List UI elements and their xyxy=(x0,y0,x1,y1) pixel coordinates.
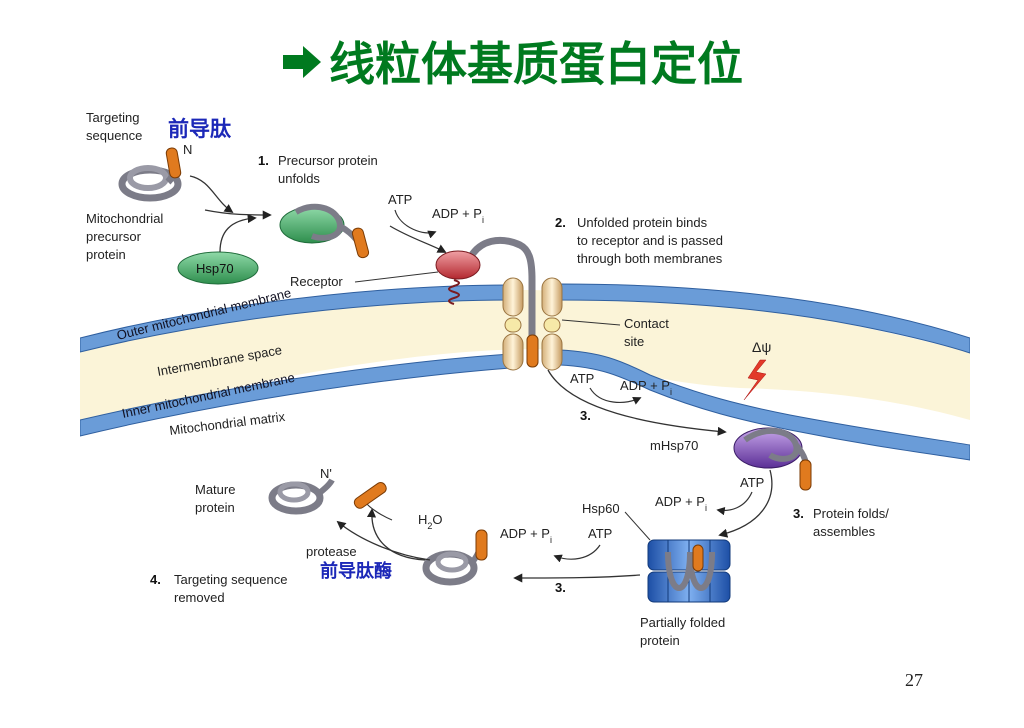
step4-number: 4. xyxy=(150,572,161,587)
receptor-label: Receptor xyxy=(290,274,343,289)
step3-text-2: assembles xyxy=(813,524,876,539)
translocating-protein xyxy=(466,236,536,344)
contact-site-label-1: Contact xyxy=(624,316,669,331)
folded-protein-with-presequence xyxy=(422,529,488,586)
lightning-icon xyxy=(743,359,767,401)
adp-label-3: ADP + Pi xyxy=(655,494,707,513)
delta-psi-label: Δψ xyxy=(752,339,771,355)
mitochondrial-import-diagram: Outer mitochondrial membrane Intermembra… xyxy=(80,110,970,648)
protease-label: protease xyxy=(306,544,357,559)
adp-label-1: ADP + Pi xyxy=(432,206,484,225)
page-number: 27 xyxy=(905,670,923,690)
step4-text-2: removed xyxy=(174,590,225,605)
receptor xyxy=(435,250,481,305)
step1-text-1: Precursor protein xyxy=(278,153,378,168)
precursor-protein xyxy=(118,147,182,202)
outer-membrane-right xyxy=(559,283,970,354)
n-terminus-label: N xyxy=(183,142,192,157)
cleaved-presequence xyxy=(353,482,387,509)
cn-presequence: 前导肽 xyxy=(168,117,232,141)
mhsp70-chaperone xyxy=(733,427,812,491)
targeting-label-2: sequence xyxy=(86,128,142,143)
title-text: 线粒体基质蛋白定位 xyxy=(329,37,743,91)
step3-number-bottom: 3. xyxy=(555,580,566,595)
step3-number-top: 3. xyxy=(580,408,591,423)
targeting-label-1: Targeting xyxy=(86,110,139,125)
intermembrane-space-region xyxy=(80,290,970,425)
adp-label-4: ADP + Pi xyxy=(500,526,552,545)
mhsp70-label: mHsp70 xyxy=(650,438,698,453)
h2o-label: H2O xyxy=(418,512,443,531)
mature-protein xyxy=(268,478,335,515)
atp-label-4: ATP xyxy=(588,526,612,541)
hsp70-label: Hsp70 xyxy=(196,261,234,276)
right-arrow-icon xyxy=(281,37,323,91)
atp-label-1: ATP xyxy=(388,192,412,207)
step2-text-1: Unfolded protein binds xyxy=(577,215,708,230)
mito-precursor-2: precursor xyxy=(86,229,142,244)
step3-text-1: Protein folds/ xyxy=(813,506,889,521)
page-title: 线粒体基质蛋白定位 xyxy=(0,28,1024,94)
partially-folded-2: protein xyxy=(640,633,680,648)
mature-protein-1: Mature xyxy=(195,482,235,497)
step1-text-2: unfolds xyxy=(278,171,320,186)
step2-number: 2. xyxy=(555,215,566,230)
hsp60-chaperonin xyxy=(647,539,731,603)
step1-number: 1. xyxy=(258,153,269,168)
hsp60-label: Hsp60 xyxy=(582,501,620,516)
step2-text-3: through both membranes xyxy=(577,251,723,266)
atp-label-2: ATP xyxy=(570,371,594,386)
mito-precursor-1: Mitochondrial xyxy=(86,211,163,226)
import-channel xyxy=(502,277,563,371)
presequence-in-pore xyxy=(526,334,539,368)
step2-text-2: to receptor and is passed xyxy=(577,233,723,248)
mature-protein-2: protein xyxy=(195,500,235,515)
n-prime-label: N' xyxy=(320,466,332,481)
hsp70-bound-precursor xyxy=(279,203,370,259)
step3-number-right: 3. xyxy=(793,506,804,521)
partially-folded-1: Partially folded xyxy=(640,615,725,630)
contact-site-label-2: site xyxy=(624,334,644,349)
hsp70-chaperone xyxy=(177,251,259,285)
atp-label-3: ATP xyxy=(740,475,764,490)
adp-label-2: ADP + Pi xyxy=(620,378,672,397)
mito-precursor-3: protein xyxy=(86,247,126,262)
cn-presequence-peptidase: 前导肽酶 xyxy=(320,560,392,582)
inner-membrane-right xyxy=(559,349,970,461)
step4-text-1: Targeting sequence xyxy=(174,572,287,587)
